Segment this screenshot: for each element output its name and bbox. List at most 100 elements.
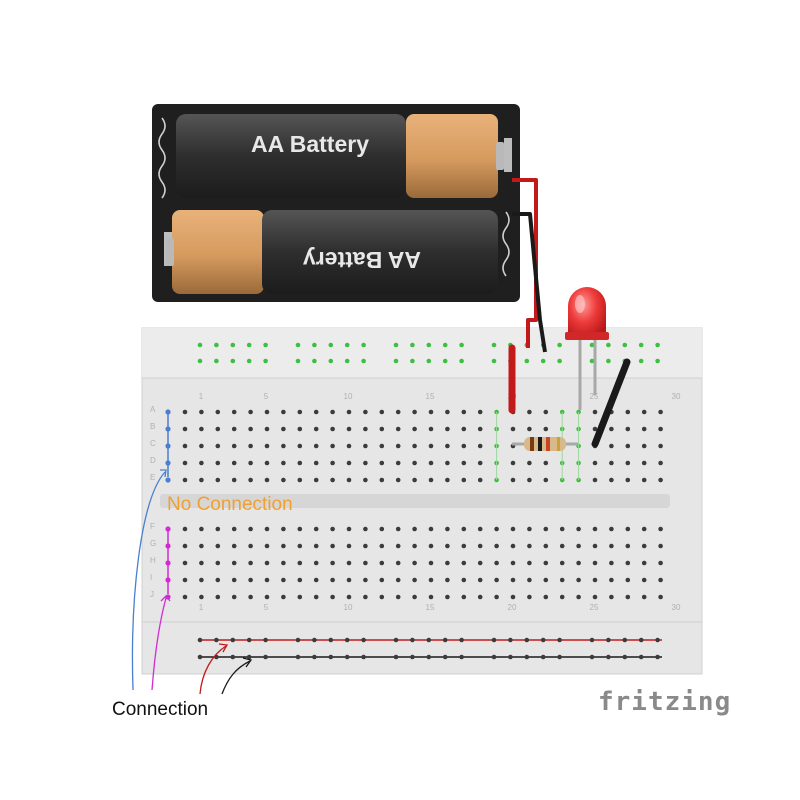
hole-bottom-1-0 [182,526,188,532]
hole-bottom-30-3 [658,577,663,583]
hole-bottom-11-0 [346,526,352,532]
rail-bottom-red-2-3 [442,637,448,643]
hole-top-6-2 [264,443,270,449]
hole-bottom-26-0 [592,526,598,532]
hole-top-18-4 [461,477,467,483]
hole-bottom-14-3 [395,577,401,583]
col-num-1-bottom: 1 [199,603,204,612]
hole-top-5-4 [248,477,253,483]
rail-bottom-red-3-0 [491,637,497,643]
hole-bottom-3-0 [215,526,221,532]
rail-top-a-4-2 [622,342,628,348]
hole-bottom-23-2 [543,560,549,566]
hole-top-21-3 [510,460,516,466]
hole-bottom-12-2 [363,560,368,566]
hole-bottom-2-2 [199,560,204,566]
hole-bottom-13-1 [379,543,385,549]
hole-bottom-5-0 [248,526,253,532]
hole-bottom-24-4 [559,594,565,600]
hole-bottom-26-1 [592,543,598,549]
hole-top-5-2 [248,443,253,449]
hole-bottom-25-4 [576,594,581,600]
hole-bottom-1-4 [182,594,188,600]
hole-bottom-28-3 [625,577,631,583]
rail-top-a-2-0 [393,342,399,348]
hole-bottom-10-4 [330,594,335,600]
hole-top-10-2 [330,443,335,449]
magenta-tick-3 [165,577,171,583]
hole-top-5-0 [248,409,253,415]
hole-bottom-8-1 [297,543,303,549]
hole-top-16-3 [428,460,434,466]
hole-top-19-3 [477,460,483,466]
hole-bottom-17-2 [445,560,450,566]
hole-top-14-0 [395,409,401,415]
hole-bottom-20-2 [494,560,499,566]
hole-top-16-1 [428,426,434,432]
rail-bottom-black-1-4 [361,654,366,660]
hole-top-13-0 [379,409,385,415]
hole-top-18-3 [461,460,467,466]
magenta-arrow [151,597,167,691]
rail-bottom-red-3-4 [557,637,562,643]
hole-top-5-3 [248,460,253,466]
rail-bottom-red-4-2 [622,637,628,643]
hole-bottom-23-3 [543,577,549,583]
rail-top-b-2-3 [442,358,448,364]
rail-bottom-red-2-1 [410,637,415,643]
hole-bottom-4-0 [231,526,237,532]
rail-bottom-black-2-4 [459,654,464,660]
rail-top-a-3-0 [491,342,497,348]
rail-top-b-3-3 [540,358,546,364]
blue-tick-0 [165,409,171,415]
hole-top-21-1 [510,426,516,432]
hole-bottom-19-1 [477,543,483,549]
rail-top-b-2-0 [393,358,399,364]
row-letters: A B C D E F G H I J [150,405,156,599]
spring-right-bottom [502,211,510,277]
hole-bottom-20-1 [494,543,499,549]
no-connection-label: No Connection [167,494,293,515]
hole-bottom-7-2 [281,560,286,566]
connection-label: Connection [112,699,208,720]
hole-bottom-3-1 [215,543,221,549]
hole-bottom-19-0 [477,526,483,532]
hole-bottom-1-1 [182,543,188,549]
hole-bottom-30-2 [658,560,663,566]
rail-bottom-red-0-4 [263,637,268,643]
hole-top-19-1 [477,426,483,432]
hole-bottom-12-0 [363,526,368,532]
hole-bottom-29-2 [641,560,647,566]
rail-top-b-4-3 [638,358,644,364]
hole-top-16-2 [428,443,434,449]
rail-bottom-black-0-3 [246,654,252,660]
col-num-10-bottom: 10 [344,603,353,612]
hole-bottom-18-4 [461,594,467,600]
row-letter-h: H [150,556,156,565]
rail-top-a-1-1 [312,342,317,348]
rail-bottom-black-4-2 [622,654,628,660]
hole-bottom-12-3 [363,577,368,583]
hole-top-17-0 [445,409,450,415]
hole-bottom-7-0 [281,526,286,532]
hole-bottom-28-1 [625,543,631,549]
hole-top-27-2 [609,443,614,449]
hole-bottom-13-0 [379,526,385,532]
hole-top-18-1 [461,426,467,432]
rail-top-a-2-2 [426,342,432,348]
rail-bottom-black-3-4 [557,654,562,660]
blue-tick-1 [165,426,171,432]
hole-top-15-4 [412,477,417,483]
center-channel [160,494,670,508]
rail-top-b-1-1 [312,358,317,364]
hole-bottom-30-4 [658,594,663,600]
hole-top-2-0 [199,409,204,415]
hole-top-3-3 [215,460,221,466]
hole-bottom-10-2 [330,560,335,566]
hole-bottom-7-3 [281,577,286,583]
connection-group-top [131,409,171,691]
hole-top-6-0 [264,409,270,415]
hole-bottom-5-1 [248,543,253,549]
hole-bottom-1-2 [182,560,188,566]
rail-bottom-red-1-0 [295,637,301,643]
